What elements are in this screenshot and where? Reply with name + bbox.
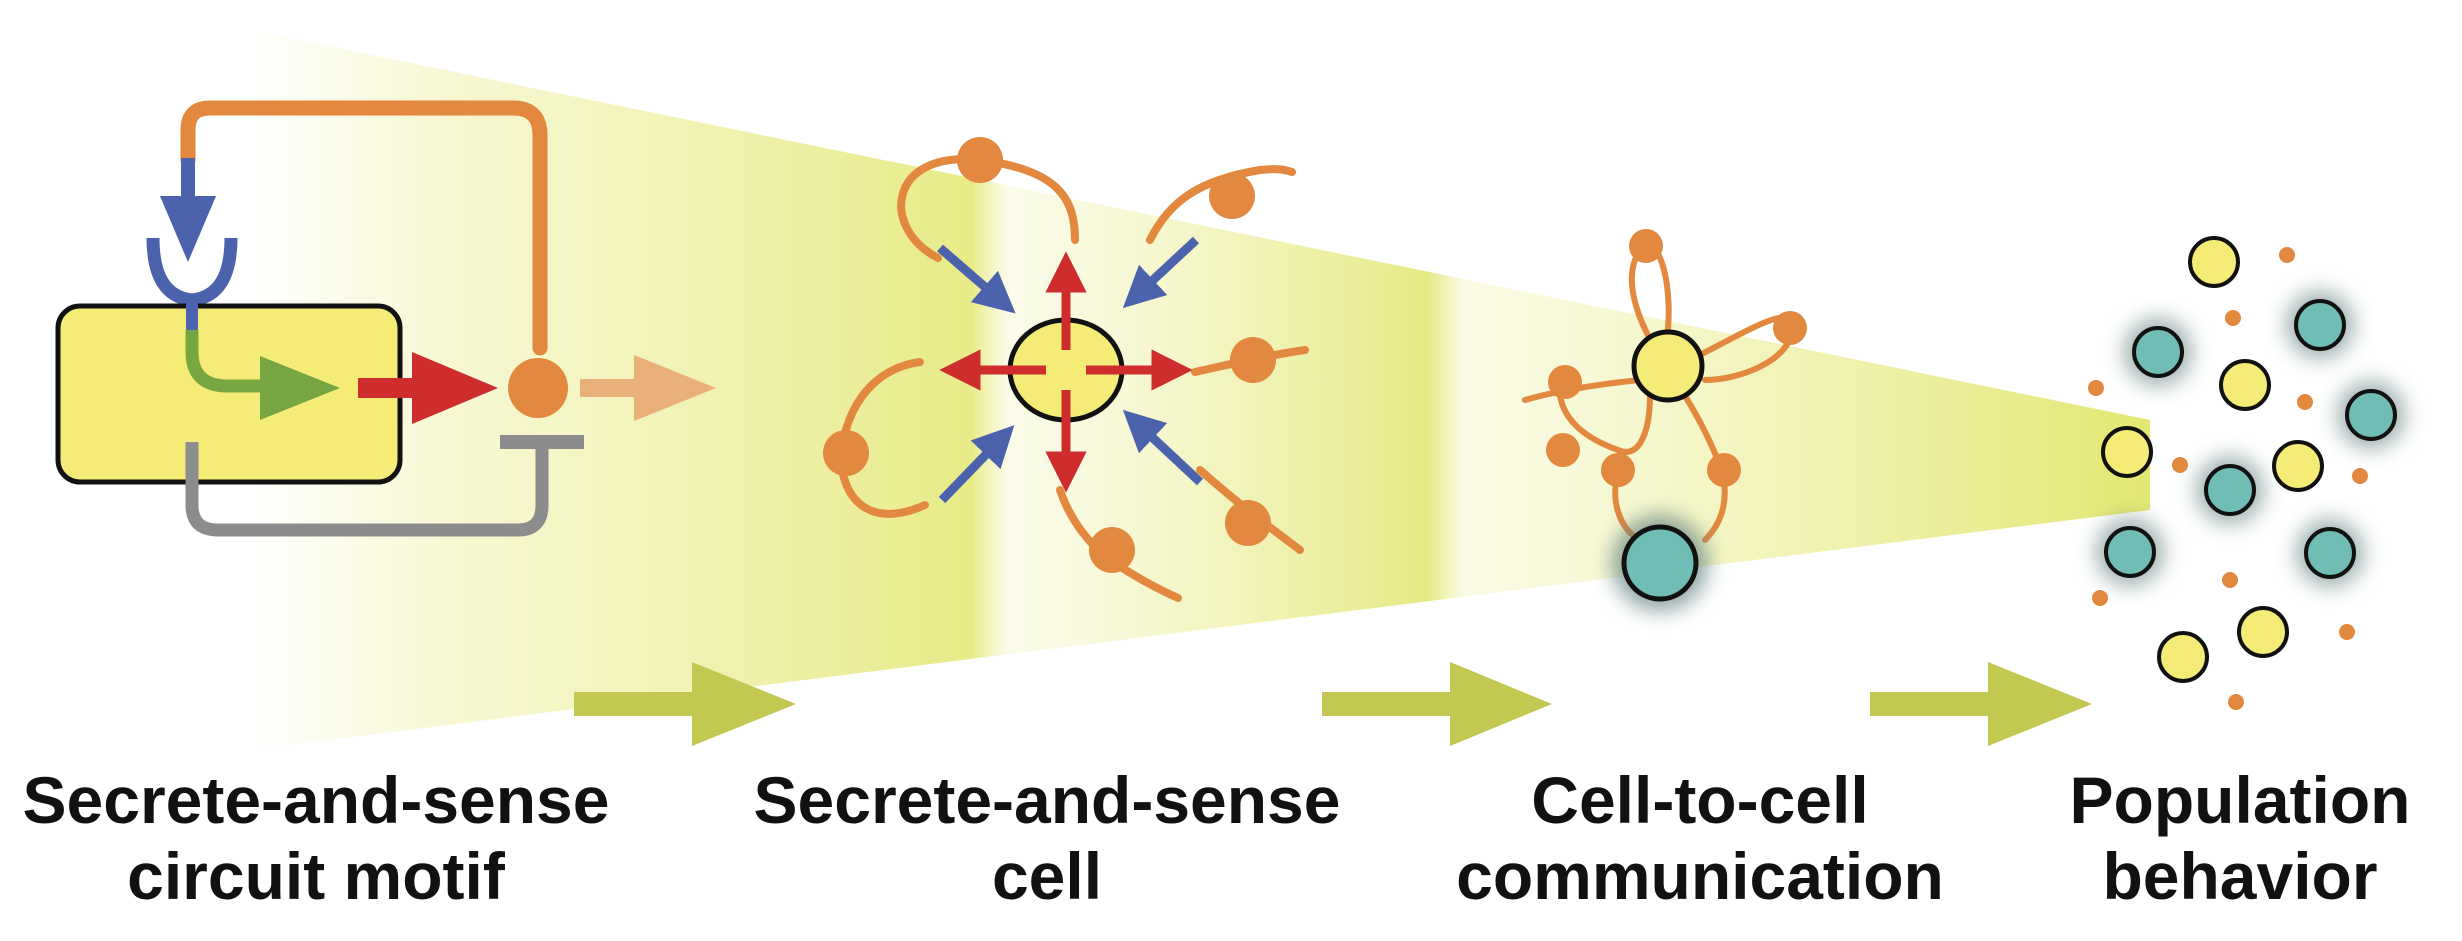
- internal-signal-line: [185, 330, 270, 393]
- secrete-sense-cell: [823, 137, 1309, 602]
- output-arrow-shaft: [358, 378, 420, 398]
- stage-arrow-2: [1322, 662, 1552, 746]
- caption-line: Cell-to-cell: [1531, 763, 1869, 837]
- signal-dot: [2228, 694, 2244, 710]
- teal-cell: [2345, 389, 2397, 441]
- signal-dot: [2352, 468, 2368, 484]
- incoming-arrow: [1122, 409, 1204, 486]
- signal-molecule: [1089, 527, 1135, 573]
- incoming-arrow: [938, 425, 1015, 504]
- output-arrowhead: [412, 352, 498, 424]
- circuit-motif: [55, 100, 716, 537]
- caption-line: Secrete-and-sense: [22, 763, 610, 837]
- teal-cell: [2132, 326, 2184, 378]
- secretion-arrowhead: [634, 355, 716, 421]
- incoming-arrow: [937, 244, 1016, 314]
- signal-molecule: [1629, 229, 1663, 263]
- stage-arrow-1: [574, 662, 796, 746]
- signal-path: [1146, 165, 1296, 244]
- yellow-cell: [2157, 631, 2209, 683]
- yellow-cell: [2272, 440, 2324, 492]
- yellow-cell: [2188, 236, 2240, 288]
- teal-cells: [2104, 299, 2397, 579]
- caption-secrete-sense-cell: Secrete-and-sense cell: [732, 762, 1362, 914]
- yellow-cells: [2101, 236, 2324, 683]
- signal-molecule: [1548, 365, 1582, 399]
- caption-line: communication: [1456, 839, 1944, 913]
- signal-molecule: [1546, 433, 1580, 467]
- signal-dot: [2297, 394, 2313, 410]
- caption-circuit-motif: Secrete-and-sense circuit motif: [0, 762, 632, 914]
- receptor-input-arrowhead: [160, 196, 216, 262]
- signal-molecule: [1773, 311, 1807, 345]
- caption-line: behavior: [2102, 839, 2378, 913]
- teal-cell: [2304, 527, 2356, 579]
- caption-line: Secrete-and-sense: [753, 763, 1341, 837]
- stage-arrows: [574, 662, 2092, 746]
- sender-cell: [1631, 329, 1705, 403]
- repression-loop-line: [185, 442, 549, 537]
- receiver-cell: [1621, 524, 1699, 602]
- signal-dot: [2092, 590, 2108, 606]
- outgoing-signal-arrows: [939, 251, 1193, 493]
- signal-molecule: [1601, 453, 1635, 487]
- signal-molecule: [957, 137, 1003, 183]
- incoming-arrow: [1122, 236, 1200, 309]
- caption-population-behavior: Population behavior: [2040, 762, 2440, 914]
- teal-cell: [2204, 464, 2256, 516]
- signal-molecules: [823, 137, 1276, 573]
- stage-arrow-3: [1870, 662, 2092, 746]
- cell-communication: [1522, 229, 1807, 611]
- feedback-loop-line: [180, 100, 548, 356]
- teal-cell: [2104, 526, 2156, 578]
- signal-dot: [2088, 380, 2104, 396]
- signal-dot: [2279, 247, 2295, 263]
- signal-dot: [2339, 624, 2355, 640]
- signal-molecule: [1209, 173, 1255, 219]
- internal-signal-arrowhead: [260, 356, 340, 420]
- signal-dot: [2172, 457, 2188, 473]
- signal-dot: [2222, 572, 2238, 588]
- caption-line: Population: [2069, 763, 2411, 837]
- yellow-cell: [2219, 359, 2271, 411]
- secreted-molecule: [508, 358, 568, 418]
- caption-line: circuit motif: [127, 839, 505, 913]
- population: [2088, 236, 2405, 710]
- incoming-signal-arrows: [937, 236, 1204, 504]
- communication-path: [1556, 377, 1653, 455]
- yellow-cell: [2237, 606, 2289, 658]
- yellow-cell: [2101, 426, 2153, 478]
- population-molecules: [2088, 247, 2368, 710]
- caption-line: cell: [991, 839, 1103, 913]
- communication-molecules: [1546, 229, 1807, 487]
- caption-cell-communication: Cell-to-cell communication: [1430, 762, 1970, 914]
- signal-molecule: [1707, 453, 1741, 487]
- cell-box: [55, 303, 403, 485]
- secretion-arrow-shaft: [580, 379, 640, 397]
- signal-molecule: [823, 430, 869, 476]
- signal-dot: [2225, 310, 2241, 326]
- signal-molecule: [1225, 500, 1271, 546]
- signal-molecule: [1230, 337, 1276, 383]
- teal-cell: [2294, 299, 2346, 351]
